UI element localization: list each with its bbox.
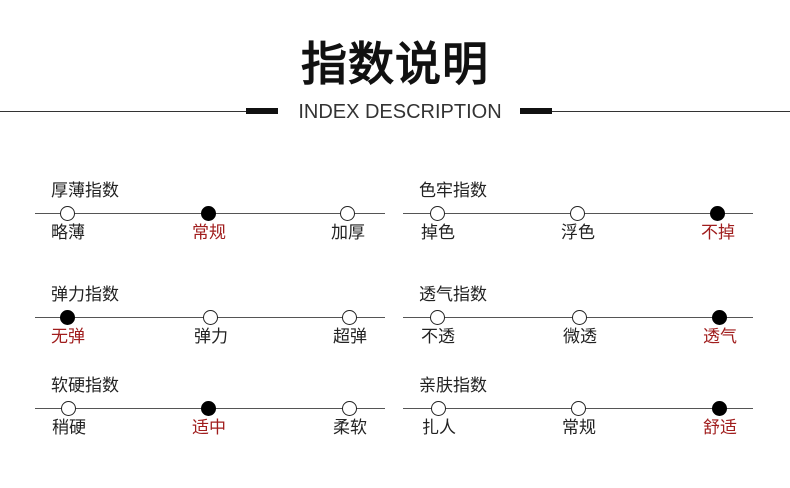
index-block-skin-friendliness: 亲肤指数 扎人 常规 舒适: [403, 375, 753, 445]
index-title: 透气指数: [419, 285, 487, 305]
index-block-thickness: 厚薄指数 略薄 常规 加厚: [35, 180, 385, 250]
option-label-0: 无弹: [51, 327, 85, 347]
scale-dot-0: [430, 310, 445, 325]
option-label-0: 扎人: [422, 418, 456, 438]
subtitle-left-line: [0, 111, 246, 112]
option-label-1: 常规: [192, 223, 226, 243]
option-label-1: 浮色: [561, 223, 595, 243]
scale-dot-2: [712, 401, 727, 416]
subtitle-left-bar: [246, 108, 278, 114]
option-label-2: 透气: [703, 327, 737, 347]
option-label-0: 掉色: [421, 223, 455, 243]
option-label-0: 稍硬: [52, 418, 86, 438]
scale-dot-1: [570, 206, 585, 221]
scale-dot-2: [342, 401, 357, 416]
option-label-2: 加厚: [331, 223, 365, 243]
scale-dot-0: [60, 310, 75, 325]
index-block-softness: 软硬指数 稍硬 适中 柔软: [35, 375, 385, 445]
scale-dot-2: [340, 206, 355, 221]
index-title: 弹力指数: [51, 285, 119, 305]
option-label-0: 略薄: [51, 223, 85, 243]
index-title: 亲肤指数: [419, 376, 487, 396]
index-title: 色牢指数: [419, 181, 487, 201]
subtitle-row: INDEX DESCRIPTION: [0, 98, 790, 126]
option-label-2: 超弹: [333, 327, 367, 347]
index-block-colorfastness: 色牢指数 掉色 浮色 不掉: [403, 180, 753, 250]
option-label-0: 不透: [421, 327, 455, 347]
scale-dot-0: [61, 401, 76, 416]
scale-dot-2: [342, 310, 357, 325]
page-title: 指数说明: [301, 37, 489, 91]
index-title: 软硬指数: [51, 376, 119, 396]
index-block-elasticity: 弹力指数 无弹 弹力 超弹: [35, 284, 385, 354]
option-label-1: 常规: [562, 418, 596, 438]
option-label-2: 舒适: [703, 418, 737, 438]
option-label-1: 适中: [192, 418, 226, 438]
scale-dot-0: [431, 401, 446, 416]
scale-dot-0: [60, 206, 75, 221]
scale-dot-1: [203, 310, 218, 325]
index-title: 厚薄指数: [51, 181, 119, 201]
scale-dot-1: [572, 310, 587, 325]
option-label-1: 微透: [563, 327, 597, 347]
scale-dot-2: [710, 206, 725, 221]
option-label-2: 不掉: [701, 223, 735, 243]
index-block-breathability: 透气指数 不透 微透 透气: [403, 284, 753, 354]
subtitle-right-line: [552, 111, 790, 112]
option-label-2: 柔软: [333, 418, 367, 438]
scale-dot-1: [201, 206, 216, 221]
subtitle-right-bar: [520, 108, 552, 114]
page-subtitle: INDEX DESCRIPTION: [298, 101, 502, 123]
scale-dot-1: [201, 401, 216, 416]
scale-dot-1: [571, 401, 586, 416]
option-label-1: 弹力: [194, 327, 228, 347]
scale-dot-0: [430, 206, 445, 221]
scale-dot-2: [712, 310, 727, 325]
